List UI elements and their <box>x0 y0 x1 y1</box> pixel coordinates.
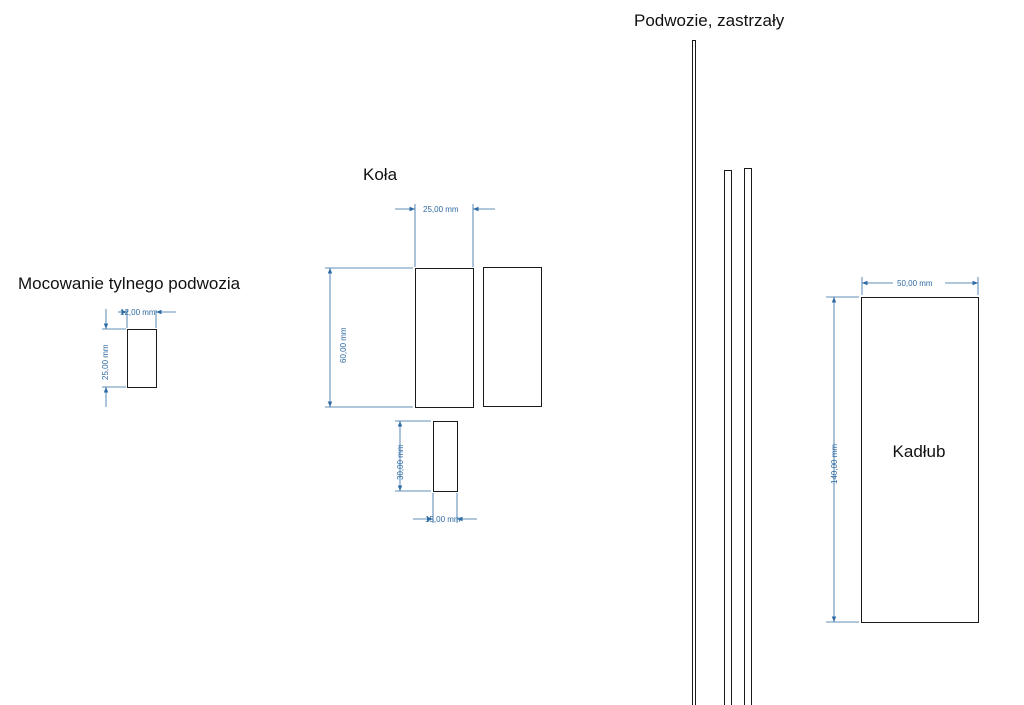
mount-group: 12,00 mm 25,00 mm <box>101 308 176 407</box>
heading-undercarriage: Podwozie, zastrzały <box>634 11 785 30</box>
mount-part[interactable] <box>127 329 157 388</box>
heading-wheels: Koła <box>363 165 398 184</box>
block-width-label: 15,00 mm <box>425 515 461 524</box>
wheel-block-part[interactable] <box>433 421 458 492</box>
strut-left[interactable] <box>724 170 732 705</box>
block-height-label: 30,00 mm <box>396 444 405 480</box>
wheel-part-1[interactable] <box>415 268 474 408</box>
wheel-height-label: 60,00 mm <box>339 327 348 363</box>
wheel-part-2[interactable] <box>483 267 542 407</box>
fuselage-group: Kadłub 50,00 mm 140,00 mm <box>826 277 979 623</box>
wheels-group: 25,00 mm 60,00 mm 30,00 mm 15,00 mm <box>325 204 542 524</box>
undercarriage-group <box>692 40 752 705</box>
fuselage-width-label: 50,00 mm <box>897 279 933 288</box>
strut-long[interactable] <box>692 40 696 705</box>
strut-right[interactable] <box>744 168 752 705</box>
mount-height-label: 25,00 mm <box>101 344 110 380</box>
mount-width-label: 12,00 mm <box>120 308 156 317</box>
fuselage-height-label: 140,00 mm <box>830 444 839 484</box>
heading-mount: Mocowanie tylnego podwozia <box>18 274 241 293</box>
fuselage-part[interactable] <box>861 297 979 623</box>
fuselage-label: Kadłub <box>893 442 946 461</box>
wheel-width-label: 25,00 mm <box>423 205 459 214</box>
